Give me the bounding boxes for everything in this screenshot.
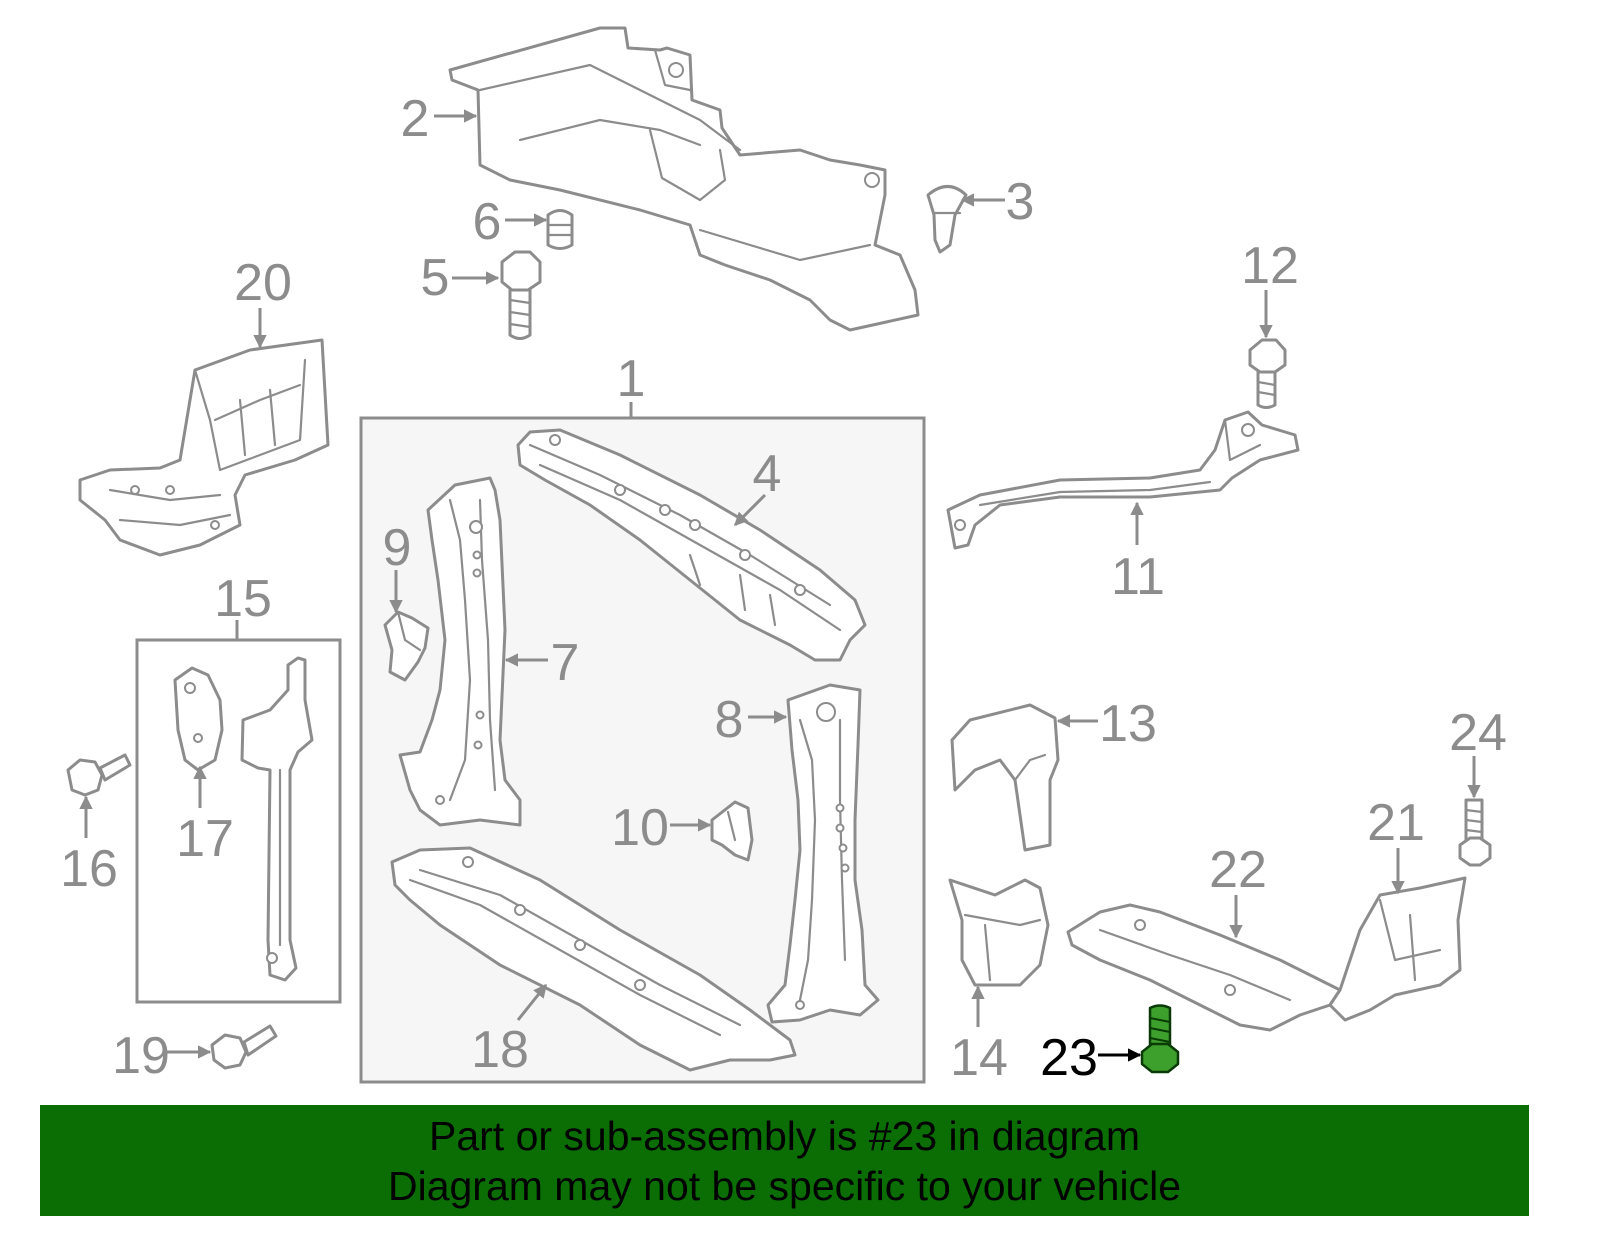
callout-15: 15 (214, 570, 272, 628)
part-12-bolt (1248, 338, 1287, 409)
part-8-right-support (766, 683, 880, 1024)
callout-7: 7 (551, 634, 580, 692)
callout-6: 6 (473, 193, 502, 251)
banner-line-2: Diagram may not be specific to your vehi… (387, 1163, 1181, 1209)
part-9-bracket (383, 610, 430, 682)
callout-14: 14 (950, 1029, 1008, 1087)
callout-16: 16 (60, 840, 118, 898)
part-20-side-bracket (78, 338, 330, 557)
callout-23-highlighted: 23 (1040, 1029, 1098, 1087)
part-2-support-cover (448, 26, 920, 332)
part-15-lock-support (240, 656, 314, 982)
part-4-upper-tie-bar (516, 428, 867, 662)
callout-4: 4 (753, 445, 782, 503)
part-21-under-cover (1328, 876, 1467, 1022)
part-14-deflector (948, 878, 1050, 987)
leader-18 (516, 983, 548, 1021)
part-13-deflector (950, 703, 1060, 852)
part-23-bolt-highlighted (1140, 1004, 1180, 1074)
callout-9: 9 (383, 519, 412, 577)
callout-13: 13 (1099, 695, 1157, 753)
callout-8: 8 (715, 691, 744, 749)
part-10-bracket (710, 800, 754, 862)
callout-5: 5 (421, 249, 450, 307)
callout-22: 22 (1209, 841, 1267, 899)
callout-10: 10 (611, 799, 669, 857)
part-7-left-support (398, 476, 522, 827)
part-6-spacer (546, 209, 574, 250)
part-11-brace (946, 410, 1300, 550)
callout-1: 1 (617, 350, 646, 408)
leader-4 (733, 493, 767, 527)
part-5-bolt (500, 250, 542, 340)
callout-19: 19 (112, 1027, 170, 1085)
callout-2: 2 (401, 90, 430, 148)
banner-line-1: Part or sub-assembly is #23 in diagram (429, 1113, 1140, 1159)
part-info-banner: Part or sub-assembly is #23 in diagram D… (40, 1105, 1529, 1216)
part-3-clip (926, 185, 968, 254)
callout-20: 20 (234, 254, 292, 312)
callout-18: 18 (471, 1021, 529, 1079)
part-24-bolt (1458, 798, 1492, 867)
assembly-box-15 (135, 638, 342, 1004)
callout-21: 21 (1367, 794, 1425, 852)
callout-12: 12 (1241, 237, 1299, 295)
part-18-lower-tie-bar (390, 846, 797, 1072)
part-16-bolt (66, 753, 132, 797)
callout-3: 3 (1006, 173, 1035, 231)
part-22-under-cover (1066, 903, 1342, 1032)
callout-24: 24 (1449, 704, 1507, 762)
part-17-bracket (173, 666, 224, 772)
part-19-bolt (210, 1024, 278, 1070)
callout-17: 17 (176, 810, 234, 868)
callout-11: 11 (1111, 548, 1165, 606)
